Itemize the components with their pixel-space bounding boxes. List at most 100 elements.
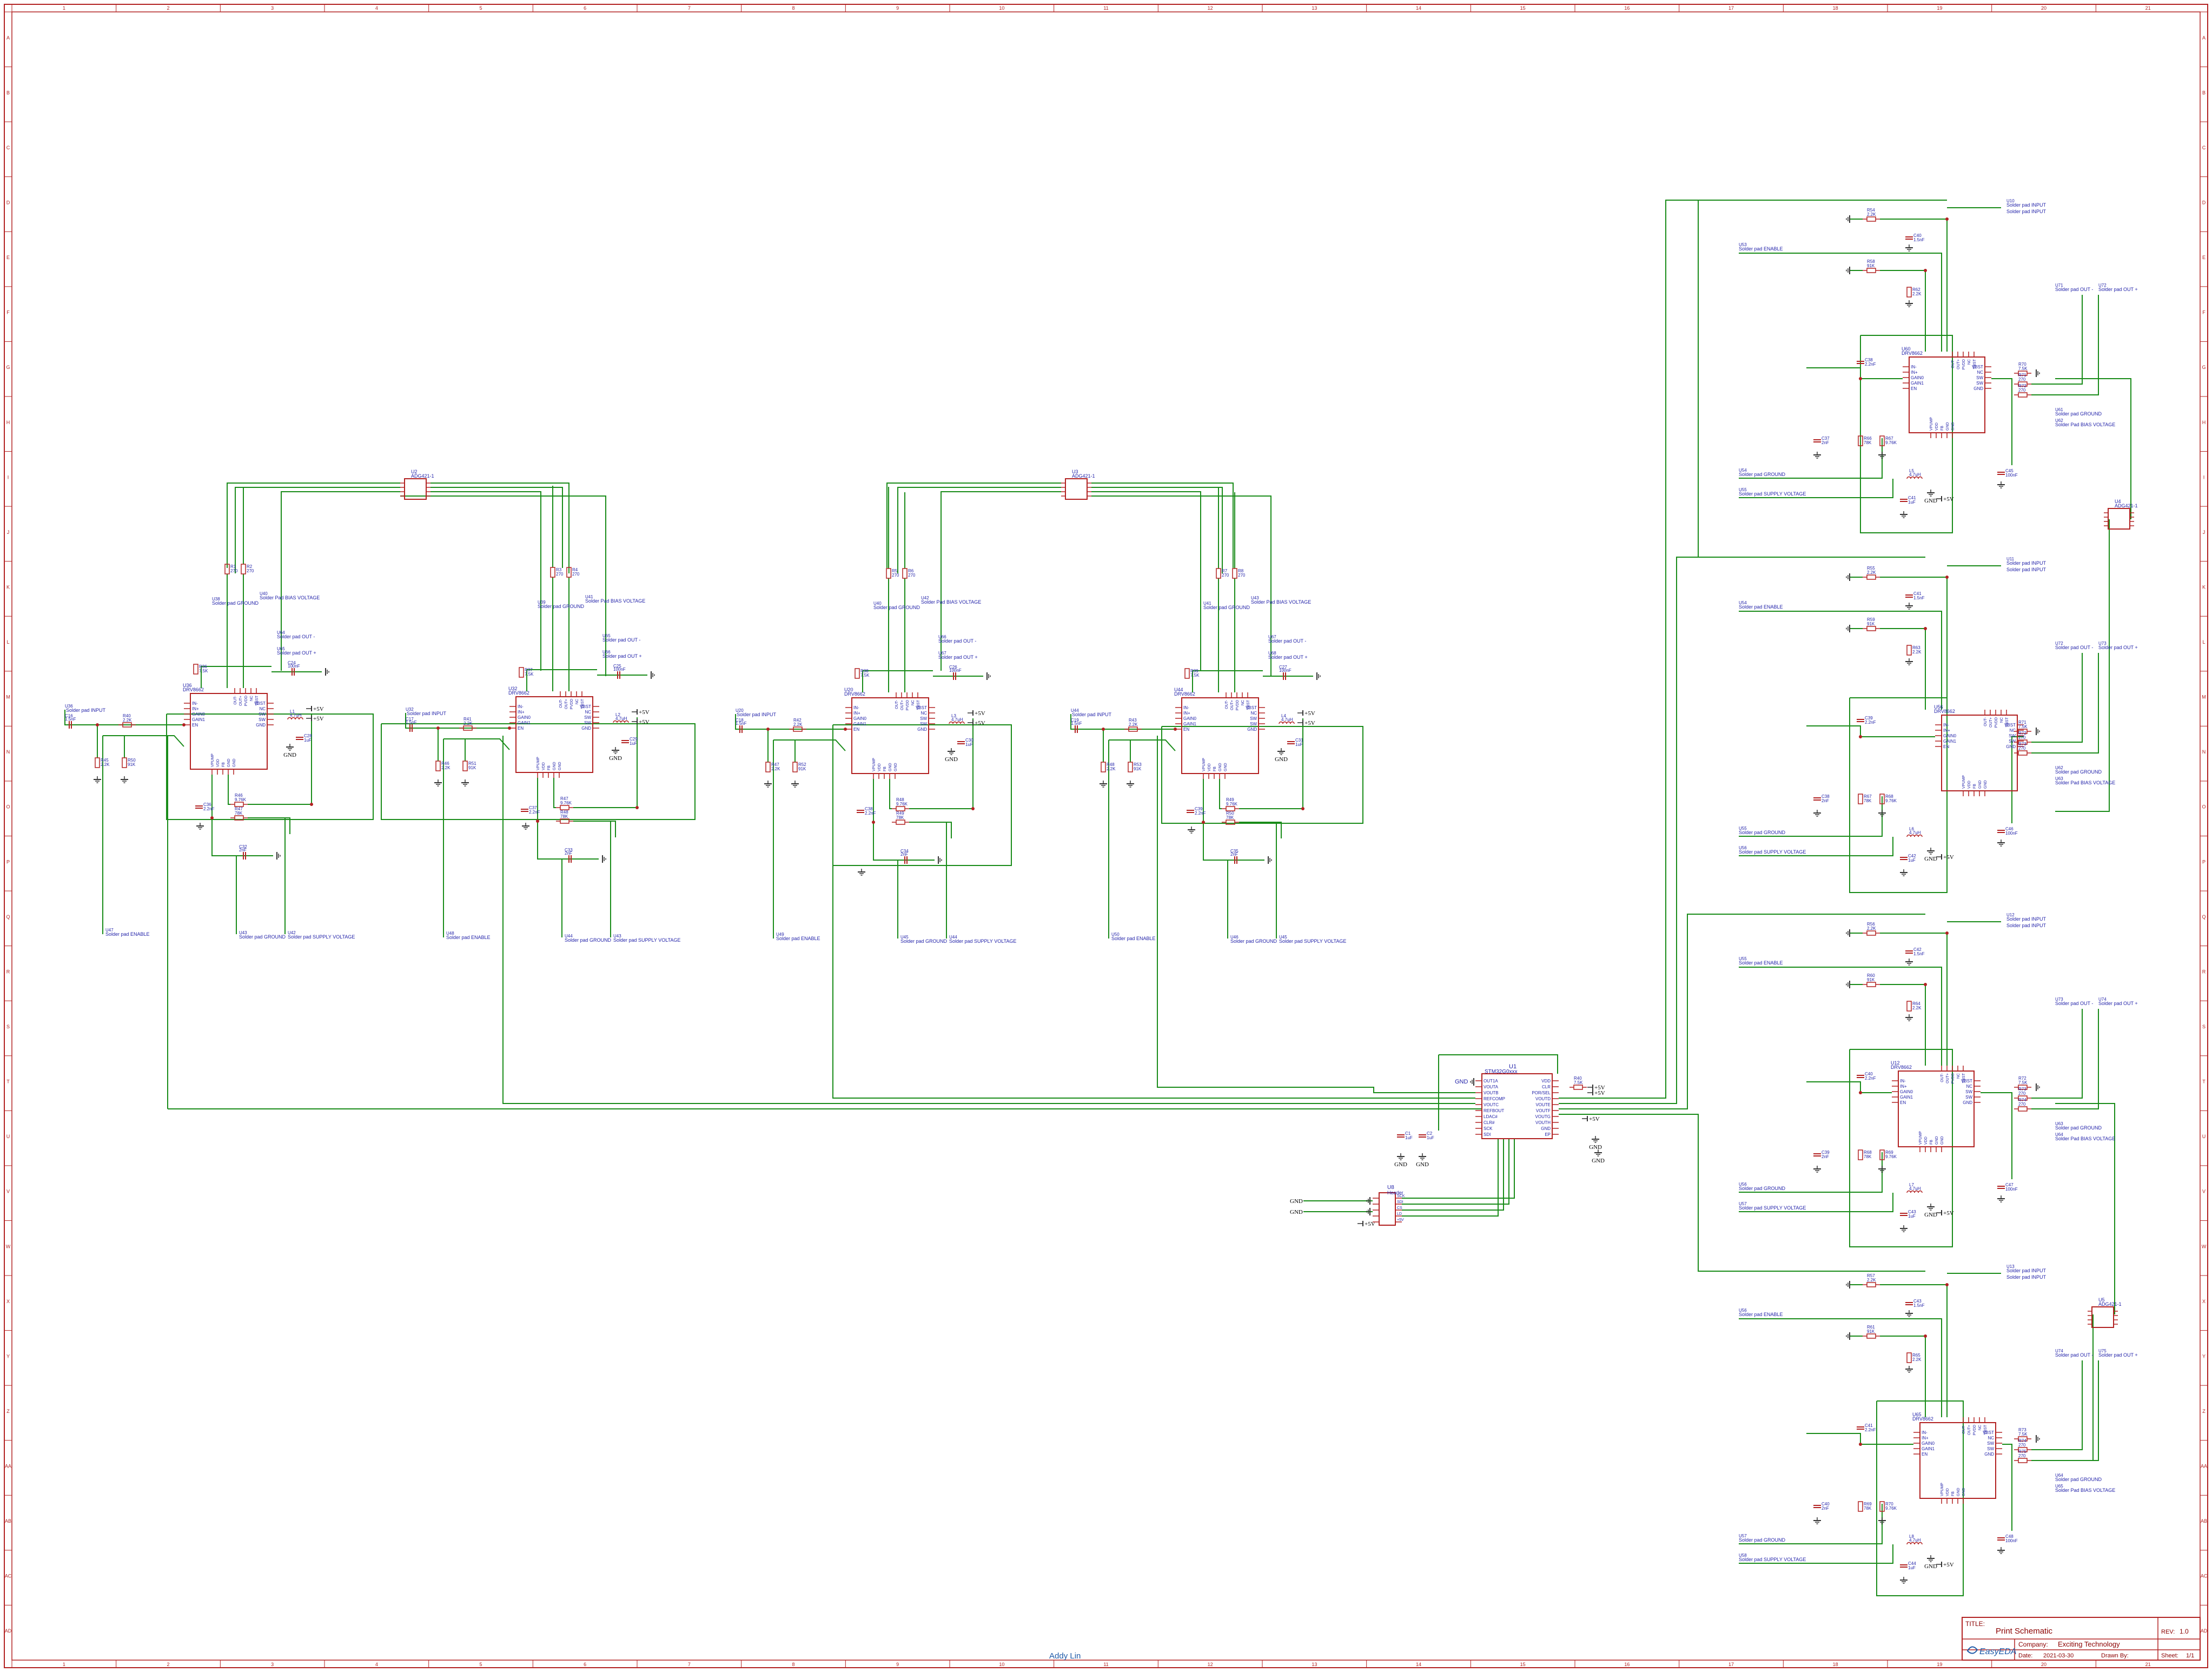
net-label: SW <box>1987 1446 1994 1451</box>
net-label: U44 <box>565 934 573 939</box>
wire <box>1559 557 1925 1104</box>
net-label: 2.2K <box>1867 570 1876 575</box>
net-label: SW <box>259 712 266 717</box>
connector-pin-label: SCK <box>1397 1194 1405 1198</box>
net-label: C42 <box>1908 854 1916 858</box>
pin-label: FB <box>1213 766 1217 771</box>
vcc-label: +5V <box>1304 710 1315 717</box>
wire <box>431 487 563 568</box>
net-label: R74 <box>2018 1438 2026 1443</box>
net-label: SW <box>2009 733 2016 738</box>
net-label: 9.76K <box>1885 440 1897 445</box>
net-label: DRV8662 <box>183 687 204 692</box>
frame-row-label: AB <box>2201 1518 2207 1524</box>
wire <box>211 775 273 856</box>
frame-col-label: 16 <box>1624 1662 1630 1667</box>
net-label: GAIN0 <box>1183 716 1197 721</box>
net-label: R47 <box>560 796 568 801</box>
net-label: 78K <box>1864 1154 1872 1159</box>
frame-row-label: T <box>2202 1079 2206 1085</box>
net-label: C36 <box>203 802 211 807</box>
net-label: 9.76K <box>560 801 572 805</box>
pin-label: PVDD <box>1973 1425 1977 1435</box>
net-label: U65 <box>277 646 285 651</box>
pin-label: OUT+ <box>900 700 904 710</box>
net-label: Solder pad GROUND <box>900 939 948 944</box>
net-label: 7.5K <box>2018 366 2028 371</box>
frame-row-label: A <box>6 35 10 41</box>
net-label: 91K <box>1134 766 1142 771</box>
frame-row-label: AD <box>2201 1628 2208 1634</box>
resistor <box>1232 568 1237 579</box>
frame-row-label: P <box>6 859 10 864</box>
pin-label: OUT- <box>234 695 237 704</box>
pin-label: PVDD <box>1951 1073 1955 1083</box>
net-label: DRV8662 <box>508 690 529 696</box>
pin-label: VBST <box>255 695 259 705</box>
ground-label: GND <box>609 755 622 762</box>
net-label: U74 <box>2098 997 2107 1002</box>
junction-dot <box>210 816 214 820</box>
wire <box>1109 739 1176 751</box>
net-label: 2.2K <box>101 762 110 767</box>
net-label: EN <box>1183 727 1189 732</box>
net-label: IN+ <box>1900 1084 1907 1089</box>
net-label: Solder pad INPUT <box>2006 567 2047 572</box>
net-label: 2.2K <box>1867 926 1876 931</box>
net-label: 270 <box>2018 1091 2026 1096</box>
ic-pin-label: VOUTD <box>1535 1096 1551 1101</box>
net-label: 1uF <box>1427 1135 1434 1140</box>
frame-row-label: I <box>2203 474 2205 480</box>
net-label: U57 <box>1739 1534 1747 1538</box>
ic-pin-label: VDD <box>1541 1079 1551 1083</box>
net-label: U67 <box>1268 635 1276 639</box>
net-label: ADG421-1 <box>1072 473 1095 479</box>
net-label: 2.2nF <box>1865 1076 1876 1081</box>
frame-row-label: Q <box>6 914 10 920</box>
frame-row-label: AA <box>2201 1464 2207 1469</box>
vcc-label: +5V <box>1943 1210 1954 1217</box>
resistor <box>765 762 771 772</box>
net-label: Solder pad GROUND <box>2055 1125 2102 1131</box>
net-label: U45 <box>900 935 909 940</box>
pin-label: NC <box>2000 717 2004 723</box>
net-label: Solder Pad BIAS VOLTAGE <box>1251 599 1311 605</box>
wire <box>862 670 933 692</box>
pin-label: NC <box>575 699 579 704</box>
net-label: U2 <box>411 469 418 474</box>
net-label: 270 <box>2018 1102 2026 1107</box>
net-label: U43 <box>1251 596 1259 600</box>
net-label: GAIN0 <box>1922 1441 1935 1446</box>
wire <box>2031 1009 2083 1099</box>
wire <box>1739 1152 1883 1193</box>
analog-switch <box>2091 1306 2114 1328</box>
frame-row-label: D <box>6 200 10 205</box>
net-label: 2.2K <box>1912 650 1922 655</box>
net-label: C37 <box>529 805 537 810</box>
vcc-label: +5V <box>1943 854 1954 861</box>
ic-pin-label: REFBOUT <box>1484 1108 1504 1113</box>
net-label: R73 <box>2018 742 2026 746</box>
pin-label: OUT- <box>1951 359 1955 368</box>
net-label: Solder pad ENABLE <box>776 936 820 941</box>
net-label: 270 <box>2018 388 2026 393</box>
net-label: U71 <box>2055 283 2063 288</box>
net-label: U10 <box>2006 199 2015 203</box>
net-label: R67 <box>1864 794 1872 799</box>
vcc-label: +5V <box>1304 720 1315 726</box>
net-label: L7 <box>1909 1182 1914 1187</box>
net-label: GND <box>1984 1452 1994 1457</box>
pin-label: PVDD <box>1995 717 1998 728</box>
net-label: U65 <box>2055 1484 2063 1489</box>
net-label: 270 <box>2018 1443 2026 1448</box>
frame-row-label: Z <box>2202 1409 2206 1414</box>
connector-ref: U8 <box>1387 1185 1394 1191</box>
net-label: R50 <box>128 758 136 763</box>
net-label: Solder Pad BIAS VOLTAGE <box>2055 422 2115 427</box>
wire <box>2031 653 2083 743</box>
logo-text: EasyEDA <box>1979 1647 2016 1656</box>
net-label: SW <box>1965 1089 1972 1094</box>
resistor <box>1879 435 1885 446</box>
junction-dot <box>1859 735 1862 738</box>
